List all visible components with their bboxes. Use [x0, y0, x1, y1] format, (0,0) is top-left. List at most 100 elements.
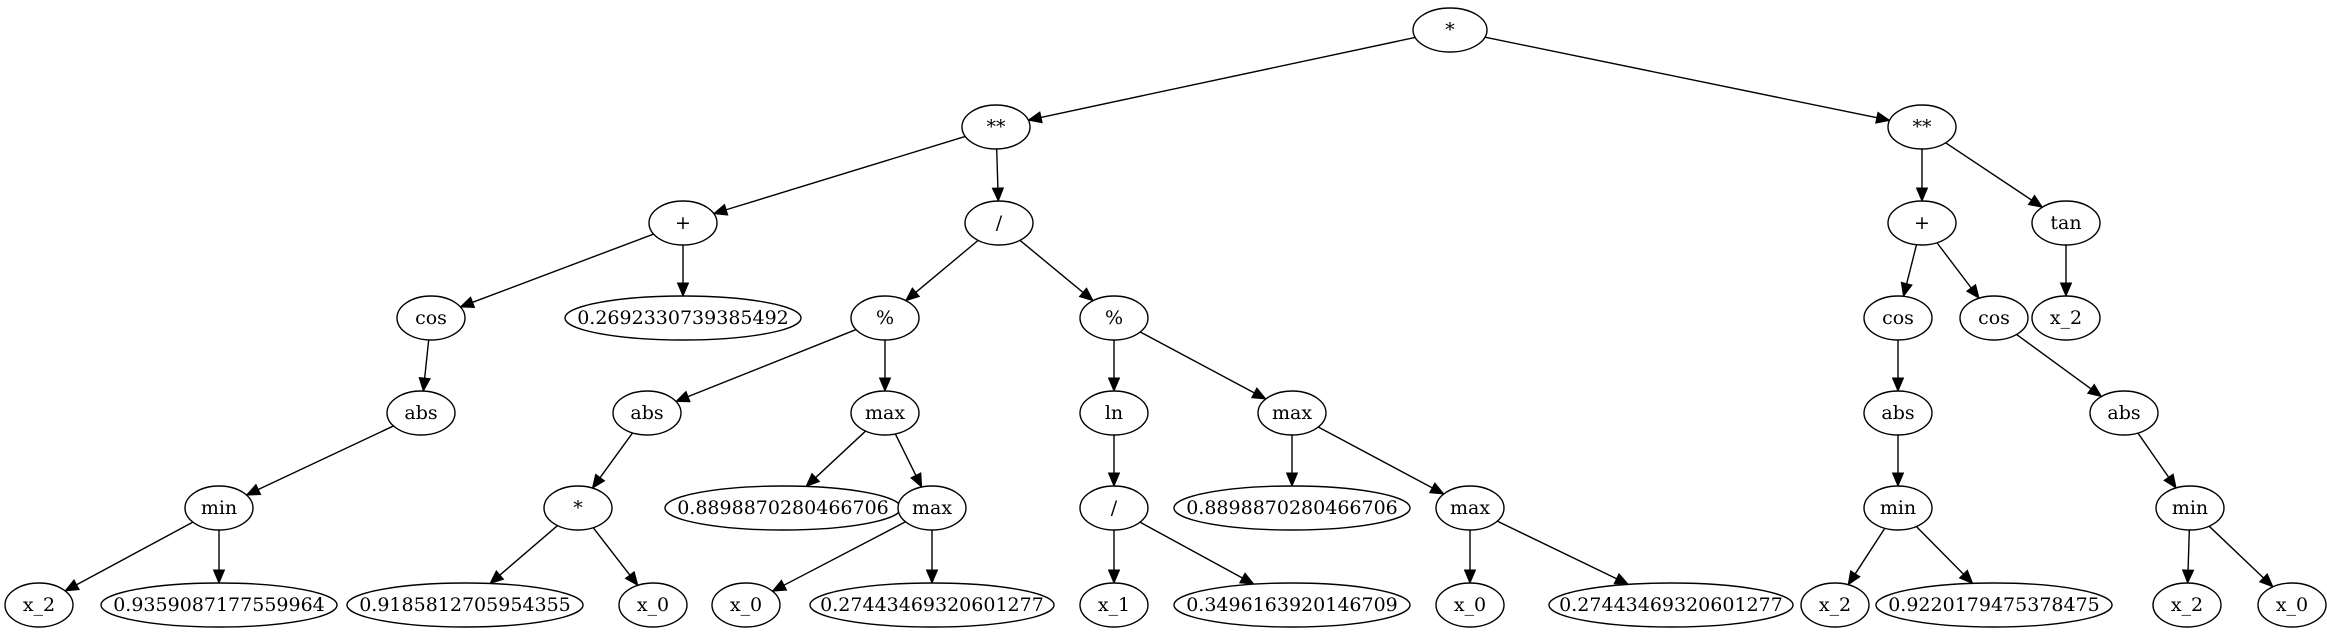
node-label: abs	[630, 402, 663, 424]
node-ellipse	[1887, 104, 1957, 150]
edge-line	[915, 239, 979, 293]
node-ellipse	[1173, 485, 1411, 531]
node-label: 0.8898870280466706	[1186, 497, 1398, 519]
node-label: max	[1272, 402, 1312, 424]
edge-n12-n20	[2016, 333, 2103, 398]
arrowhead-icon	[910, 472, 923, 489]
node-label: x_0	[637, 594, 669, 616]
node-label: abs	[404, 402, 437, 424]
edge-n3-n7	[459, 233, 654, 309]
edge-n22-n32	[489, 525, 558, 585]
tree-node: +	[648, 200, 718, 246]
arrowhead-icon	[591, 473, 606, 490]
edge-line	[2016, 333, 2092, 390]
node-label: x_2	[2171, 594, 2203, 616]
node-ellipse	[184, 485, 254, 531]
tree-node: **	[1887, 104, 1957, 150]
arrowhead-icon	[1250, 387, 1267, 400]
edge-n24-n35	[925, 530, 939, 585]
edge-line	[2208, 525, 2264, 579]
node-label: cos	[415, 307, 447, 329]
arrowhead-icon	[2086, 383, 2103, 398]
edge-n21-n30	[63, 521, 194, 592]
node-label: %	[1105, 307, 1123, 329]
node-label: tan	[2050, 212, 2081, 234]
node-label: *	[573, 497, 583, 519]
edge-n11-n19	[1891, 340, 1905, 393]
tree-node: ln	[1079, 390, 1149, 436]
tree-node: abs	[1863, 390, 1933, 436]
tree-node: cos	[1959, 295, 2029, 341]
node-label: x_2	[2050, 307, 2082, 329]
edge-line	[1945, 142, 2032, 201]
node-ellipse	[612, 390, 682, 436]
arrowhead-icon	[489, 569, 505, 585]
edge-line	[472, 233, 654, 303]
edge-line	[1496, 520, 1617, 580]
tree-node: tan	[2031, 200, 2101, 246]
edge-n3-n8	[676, 245, 690, 298]
node-label: 0.9185812705954355	[359, 594, 571, 616]
tree-node: 0.8898870280466706	[1173, 485, 1411, 531]
tree-node: max	[1257, 390, 1327, 436]
node-label: x_0	[2276, 594, 2308, 616]
tree-node: 0.3496163920146709	[1173, 582, 1411, 628]
tree-node: x_0	[711, 582, 781, 628]
edge-n9-n16	[878, 340, 892, 393]
arrowhead-icon	[212, 569, 226, 585]
node-ellipse	[2257, 582, 2327, 628]
arrowhead-icon	[805, 472, 821, 488]
node-label: /	[1111, 497, 1118, 519]
node-ellipse	[711, 582, 781, 628]
node-label: 0.8898870280466706	[677, 497, 889, 519]
edge-line	[1139, 521, 1243, 579]
edge-line	[725, 135, 966, 211]
tree-node: **	[961, 104, 1031, 150]
edge-n2-n6	[1945, 142, 2044, 208]
edge-line	[1915, 526, 1964, 575]
node-ellipse	[564, 295, 802, 341]
node-ellipse	[2031, 200, 2101, 246]
edge-line	[995, 148, 999, 189]
node-ellipse	[1800, 582, 1870, 628]
node-ellipse	[1548, 582, 1794, 628]
edge-n17-n25	[1107, 435, 1121, 488]
tree-node: abs	[2089, 390, 2159, 436]
edge-line	[1317, 426, 1433, 489]
arrowhead-icon	[991, 187, 1005, 203]
node-ellipse	[1257, 390, 1327, 436]
tree-node: 0.9185812705954355	[346, 582, 584, 628]
node-label: min	[1880, 497, 1916, 519]
arrowhead-icon	[674, 390, 691, 403]
node-ellipse	[1079, 485, 1149, 531]
node-label: x_0	[730, 594, 762, 616]
edge-n28-n40	[1847, 527, 1886, 586]
tree-node: 0.269233073938549​2	[564, 295, 802, 341]
edge-line	[1905, 244, 1918, 284]
node-label: x_1	[1098, 594, 1130, 616]
node-label: 0.269233073938549​2	[577, 307, 789, 329]
edge-n28-n41	[1915, 526, 1974, 585]
node-ellipse	[1875, 582, 2113, 628]
node-ellipse	[897, 485, 967, 531]
node-label: x_2	[23, 594, 55, 616]
edge-n5-n11	[1900, 244, 1918, 298]
edge-n4-n9	[904, 239, 979, 302]
arrowhead-icon	[2258, 572, 2274, 588]
node-ellipse	[2155, 485, 2225, 531]
edges	[63, 36, 2274, 592]
node-label: ln	[1105, 402, 1123, 424]
edge-n15-n22	[591, 432, 634, 490]
edge-n21-n31	[212, 530, 226, 585]
edge-n9-n15	[674, 328, 857, 403]
node-label: abs	[2107, 402, 2140, 424]
tree-node: max	[850, 390, 920, 436]
arrowhead-icon	[459, 296, 476, 309]
edge-n27-n38	[1463, 530, 1477, 585]
edge-n1-n3	[712, 135, 966, 216]
edge-line	[1484, 36, 1878, 119]
node-ellipse	[543, 485, 613, 531]
tree-node: cos	[1863, 295, 1933, 341]
node-ellipse	[386, 390, 456, 436]
tree-node: *	[1412, 7, 1488, 53]
